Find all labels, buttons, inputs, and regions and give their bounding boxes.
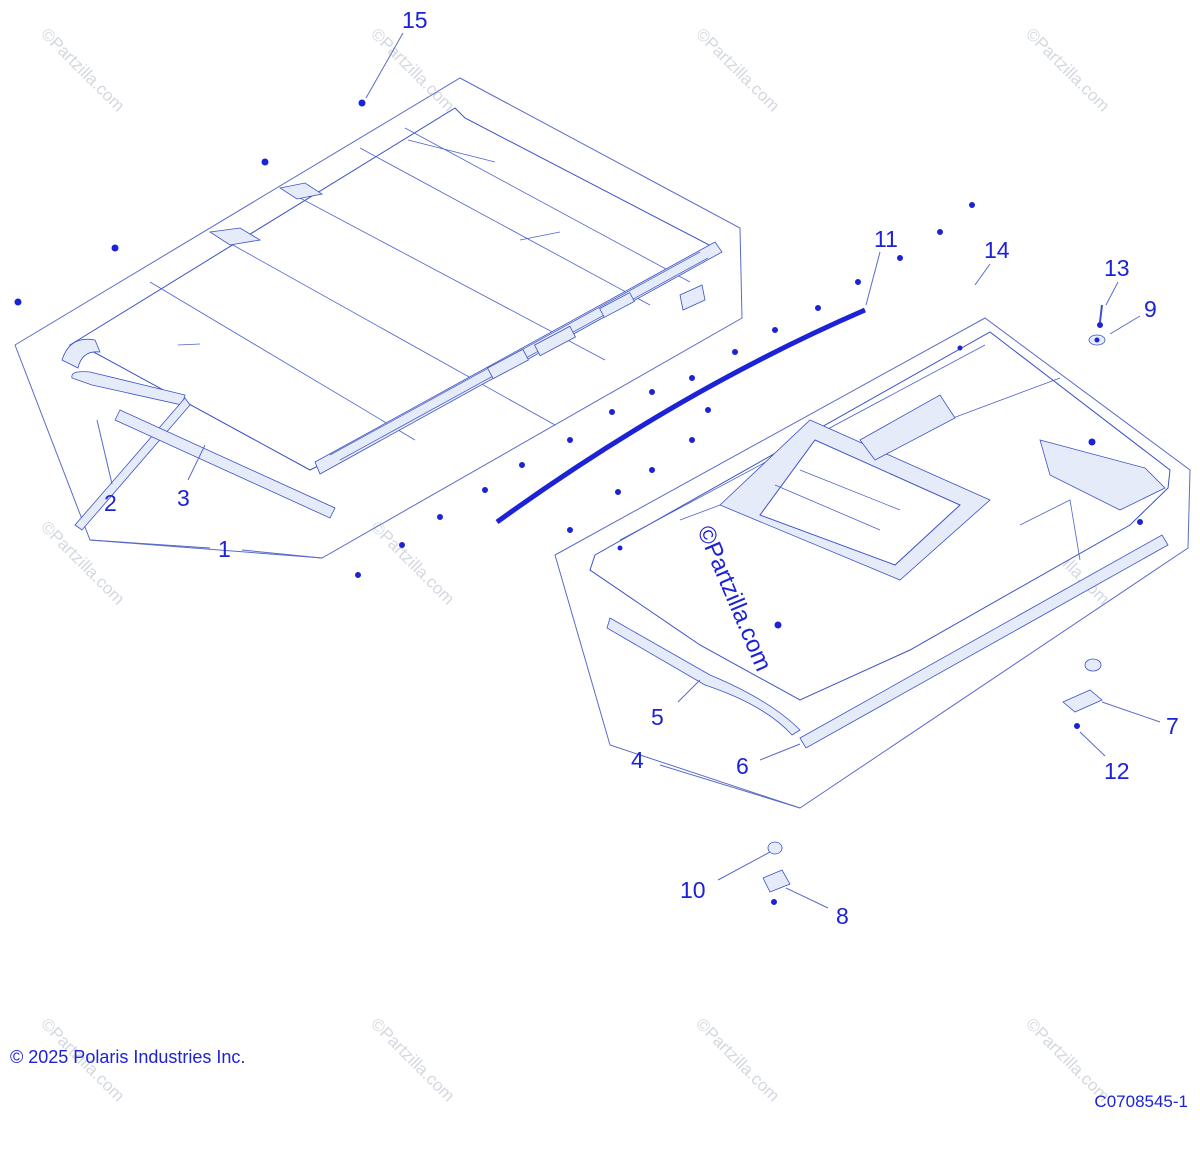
part-13-screw	[1097, 304, 1103, 328]
callouts: 1 2 3 4 5 6 7 8 9 10 11 12 13 14 15	[104, 7, 1179, 929]
part-2-channel	[71, 371, 191, 531]
part-3-bar	[114, 409, 336, 519]
part-8-bracket	[762, 841, 791, 905]
part-9-washer	[1088, 334, 1106, 346]
callout-12: 12	[1104, 758, 1130, 784]
callout-4: 4	[631, 747, 644, 773]
rear-roof-panel	[589, 331, 1171, 701]
watermark: ©Partzilla.com	[692, 24, 783, 115]
roof-assembly	[61, 107, 723, 475]
part-11-seal	[495, 307, 866, 525]
callout-8: 8	[836, 903, 849, 929]
watermark: ©Partzilla.com	[367, 1014, 458, 1105]
assembly-4-outline	[554, 317, 1191, 809]
watermark: ©Partzilla.com	[367, 24, 458, 115]
fasteners-left	[14, 99, 975, 578]
callout-6: 6	[736, 753, 749, 779]
callout-3: 3	[177, 485, 190, 511]
callout-2: 2	[104, 490, 117, 516]
watermark: ©Partzilla.com	[692, 1014, 783, 1105]
callout-1: 1	[218, 536, 231, 562]
callout-7: 7	[1166, 713, 1179, 739]
part-6-strip	[799, 534, 1169, 749]
callout-13: 13	[1104, 255, 1130, 281]
leader-lines	[89, 32, 1161, 909]
part-5-strip	[606, 617, 801, 736]
callout-15: 15	[402, 7, 428, 33]
watermark: ©Partzilla.com	[1022, 24, 1113, 115]
document-number: C0708545-1	[1094, 1092, 1188, 1111]
part-7-bracket	[1062, 658, 1103, 729]
callout-10: 10	[680, 877, 706, 903]
callout-9: 9	[1144, 296, 1157, 322]
callout-11: 11	[874, 226, 898, 252]
copyright-notice: © 2025 Polaris Industries Inc.	[10, 1047, 246, 1067]
watermark: ©Partzilla.com	[367, 517, 458, 608]
callout-5: 5	[651, 704, 664, 730]
callout-14: 14	[984, 237, 1010, 263]
watermark: ©Partzilla.com	[37, 517, 128, 608]
watermark: ©Partzilla.com	[37, 24, 128, 115]
